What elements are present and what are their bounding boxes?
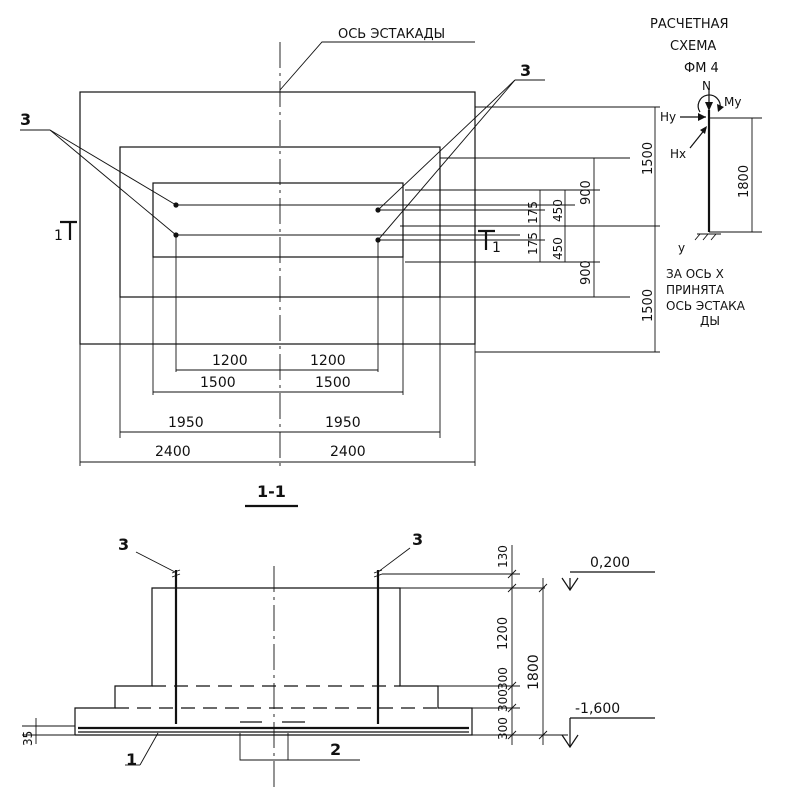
dim-175-top: 175 [526,201,540,224]
callout-2: 2 [330,740,341,759]
dim-2400-left: 2400 [155,444,191,460]
dim-1500-top: 1500 [641,142,656,175]
dim-1200-left: 1200 [212,353,248,369]
callout-3-left: 3 [20,110,31,129]
dim-1500-left: 1500 [200,375,236,391]
dim-175-bottom: 175 [526,232,540,255]
axis-label: ОСЬ ЭСТАКАДЫ [338,27,445,42]
dim-1950-right: 1950 [325,415,361,431]
dim-130: 130 [496,545,510,568]
plan-outer-step [79,91,476,345]
dim-1950-left: 1950 [168,415,204,431]
dim-35: 35 [21,731,35,746]
dim-450-top: 450 [551,199,565,222]
section-mark-left: 1 [54,228,63,244]
dim-1500-right: 1500 [315,375,351,391]
section-mark-right: 1 [492,240,501,256]
dim-2400-right: 2400 [330,444,366,460]
plan-view: ОСЬ ЭСТАКАДЫ 3 3 1 1 175 175 450 [20,27,660,468]
scheme-title-1: РАСЧЕТНАЯ [650,17,729,32]
scheme-title-3: ФМ 4 [684,61,719,76]
calculation-scheme: РАСЧЕТНАЯ СХЕМА ФМ 4 N My Hy Hx 1800 y З… [650,17,762,328]
section-callout-3-left: 3 [118,535,129,554]
level-top: 0,200 [590,555,630,571]
dim-450-bottom: 450 [551,237,565,260]
scheme-title-2: СХЕМА [670,39,716,54]
scheme-note-1: ЗА ОСЬ X [666,267,724,281]
section-outline [74,587,473,736]
dim-1200-right: 1200 [310,353,346,369]
label-My: My [724,95,741,109]
dim-300-c: 300 [496,717,510,740]
scheme-note-4: ДЫ [700,314,720,328]
section-title: 1-1 [257,482,286,501]
scheme-note-2: ПРИНЯТА [666,283,725,297]
callout-1: 1 [126,750,137,769]
level-bottom: -1,600 [575,701,620,717]
dim-1200-section: 1200 [496,617,511,650]
dim-300-b: 300 [496,689,510,712]
plan-column [152,182,404,258]
callout-3-right: 3 [520,61,531,80]
section-view: 1-1 3 3 1 2 [21,482,655,790]
dim-900-top: 900 [579,180,594,205]
dim-900-bottom: 900 [579,260,594,285]
label-Hy: Hy [660,110,676,124]
axis-leader [279,41,475,91]
label-Hx: Hx [670,147,686,161]
scheme-note-3: ОСЬ ЭСТАКА [666,299,746,313]
dim-1800-section: 1800 [526,654,542,690]
label-y: y [678,241,685,255]
label-N: N [702,79,711,93]
section-callout-3-right: 3 [412,530,423,549]
dim-300-a: 300 [496,667,510,690]
dim-1500-bottom: 1500 [641,289,656,322]
scheme-height: 1800 [737,165,752,198]
